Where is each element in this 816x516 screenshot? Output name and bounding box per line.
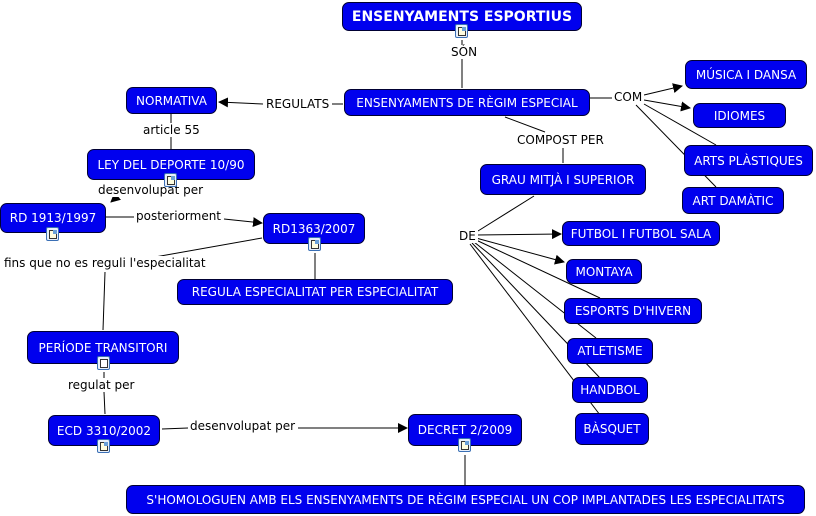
edge-de-futbol xyxy=(475,229,562,240)
edge-com-arts xyxy=(643,103,717,146)
link-label-regulat-per: regulat per xyxy=(66,378,137,392)
concept-map-icon[interactable] xyxy=(97,356,110,370)
link-label-posteriorment: posteriorment xyxy=(134,209,224,223)
node-esports-hivern[interactable]: ESPORTS D'HIVERN xyxy=(564,298,702,324)
link-label-regulats: REGULATS xyxy=(264,97,332,111)
edge-de-montaya xyxy=(475,237,565,265)
link-label-com: COM xyxy=(612,90,645,104)
link-label-son: SÓN xyxy=(449,45,480,59)
edge-de-hivern xyxy=(475,239,601,299)
node-futbol[interactable]: FUTBOL I FUTBOL SALA xyxy=(562,221,720,246)
link-label-article-55: article 55 xyxy=(141,123,202,137)
node-basquet[interactable]: BÀSQUET xyxy=(575,413,649,445)
edge-regulats-normativa xyxy=(218,97,264,108)
edge-rd1363-finsque xyxy=(154,237,263,258)
node-art-dramatic[interactable]: ART DAMÀTIC xyxy=(682,187,784,214)
node-idiomes[interactable]: IDIOMES xyxy=(693,103,786,128)
link-label-compost-per: COMPOST PER xyxy=(515,133,606,147)
document-icon[interactable] xyxy=(455,24,468,38)
node-regula-especialitat[interactable]: REGULA ESPECIALITAT PER ESPECIALITAT xyxy=(177,279,453,305)
document-icon[interactable] xyxy=(164,173,177,187)
edge-com-musica xyxy=(643,83,683,96)
node-handbol[interactable]: HANDBOL xyxy=(572,377,648,403)
edge-posteriorment-rd1363 xyxy=(223,217,263,228)
edge-regim-compost xyxy=(504,116,546,133)
node-homologuen[interactable]: S'HOMOLOGUEN AMB ELS ENSENYAMENTS DE RÈG… xyxy=(126,485,805,514)
node-musica-dansa[interactable]: MÚSICA I DANSA xyxy=(685,60,807,89)
node-atletisme[interactable]: ATLETISME xyxy=(567,338,653,364)
edge-com-idiomes xyxy=(643,99,691,112)
document-icon[interactable] xyxy=(458,438,471,452)
node-normativa[interactable]: NORMATIVA xyxy=(126,87,217,114)
link-label-fins-que: fins que no es reguli l'especialitat xyxy=(2,256,208,270)
node-ensenyaments-esportius[interactable]: ENSENYAMENTS ESPORTIUS xyxy=(342,2,582,31)
link-label-de: DE xyxy=(457,229,478,243)
node-regim-especial[interactable]: ENSENYAMENTS DE RÈGIM ESPECIAL xyxy=(344,89,590,116)
link-label-desenvolupat-per-1: desenvolupat per xyxy=(96,183,206,197)
document-icon[interactable] xyxy=(97,439,110,453)
document-icon[interactable] xyxy=(308,237,321,251)
link-label-desenvolupat-per-2: desenvolupat per xyxy=(188,419,298,433)
node-periode-transitori[interactable]: PERÍODE TRANSITORI xyxy=(27,331,179,364)
edge-ecd-desenvolupat xyxy=(161,427,189,430)
edge-grau-de xyxy=(477,195,535,232)
node-arts-plastiques[interactable]: ARTS PLÀSTIQUES xyxy=(684,145,813,176)
edge-finsque-periode xyxy=(102,271,106,331)
node-montaya[interactable]: MONTAYA xyxy=(566,259,642,284)
edge-regulat-ecd xyxy=(103,391,106,415)
node-grau[interactable]: GRAU MITJÀ I SUPERIOR xyxy=(480,164,646,195)
document-icon[interactable] xyxy=(46,227,59,241)
